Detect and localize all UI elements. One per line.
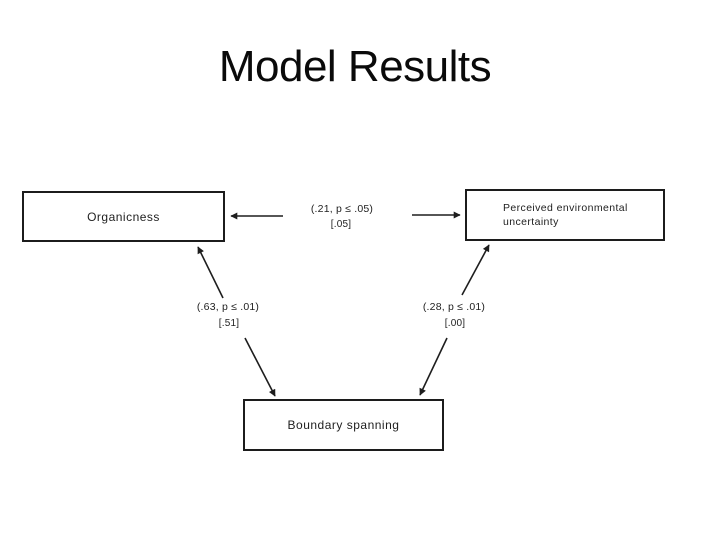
node-boundary-spanning: Boundary spanning (243, 399, 444, 451)
edge-peu-boundary-stat: (.28, p ≤ .01) (422, 301, 486, 313)
node-organicness-label: Organicness (87, 209, 160, 224)
edge-organicness-peu-value: [.05] (330, 219, 352, 230)
node-peu-label-line2: uncertainty (503, 216, 559, 228)
slide-title: Model Results (218, 42, 492, 91)
arrow-to-boundary-spanning-left-diagonal (244, 337, 276, 397)
edge-peu-boundary-value: [.00] (444, 318, 466, 329)
node-boundary-spanning-label: Boundary spanning (287, 418, 400, 432)
edge-organicness-boundary-value: [.51] (218, 318, 240, 329)
node-perceived-environmental-uncertainty: Perceived environmental uncertainty (465, 189, 665, 241)
edge-organicness-boundary-stat: (.63, p ≤ .01) (196, 301, 260, 313)
edge-organicness-peu-stat: (.21, p ≤ .05) (310, 203, 374, 215)
arrow-to-boundary-spanning-right-diagonal (419, 337, 448, 396)
arrow-to-organicness-diagonal (197, 246, 224, 299)
arrow-to-perceived-uncertainty-diagonal (461, 244, 490, 296)
node-organicness: Organicness (22, 191, 225, 242)
node-peu-label-line1: Perceived environmental (503, 202, 628, 214)
